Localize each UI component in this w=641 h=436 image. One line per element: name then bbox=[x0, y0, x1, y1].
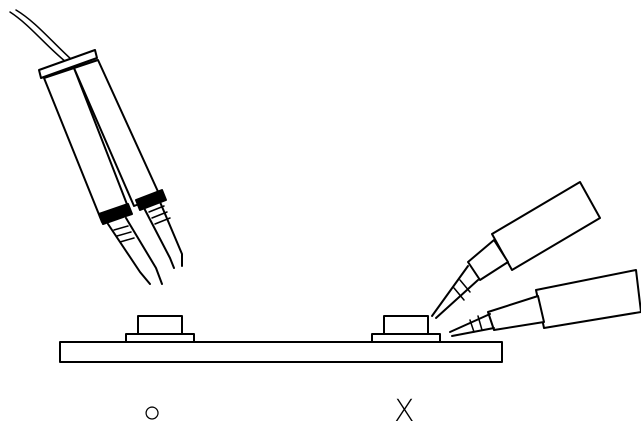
circuit-board-assembly bbox=[59, 315, 503, 363]
wrong-mark-label: X bbox=[394, 394, 415, 429]
probe-cable-inner bbox=[15, 9, 73, 61]
pen-probe-upper bbox=[431, 181, 601, 319]
pen-probe-lower-neck bbox=[487, 295, 545, 331]
probe-spring-left bbox=[113, 225, 135, 243]
probe-left-tip bbox=[107, 217, 163, 285]
probe-right-collar bbox=[135, 189, 167, 211]
pen-probe-upper-neck bbox=[467, 239, 509, 281]
solder-pad-right-base bbox=[371, 333, 441, 343]
pen-probe-upper-body bbox=[491, 181, 601, 271]
tweezer-probe bbox=[9, 9, 183, 285]
pen-probe-upper-tip bbox=[431, 265, 479, 319]
solder-pad-left-base bbox=[125, 333, 195, 343]
probe-left-collar bbox=[98, 203, 133, 225]
probe-top-band bbox=[38, 49, 98, 79]
probe-spring-right bbox=[148, 205, 171, 225]
pen-probe-lower-ring bbox=[469, 315, 483, 333]
pen-probe-upper-ring bbox=[453, 279, 471, 301]
correct-mark-label: ○ bbox=[143, 395, 162, 430]
pen-probe-lower-tip bbox=[449, 313, 495, 337]
pen-probe-lower-body bbox=[535, 269, 641, 329]
circuit-board bbox=[59, 341, 503, 363]
solder-pad-right bbox=[383, 315, 429, 335]
probe-cable bbox=[9, 11, 67, 63]
pen-probe-lower bbox=[449, 269, 641, 337]
solder-pad-left bbox=[137, 315, 183, 335]
